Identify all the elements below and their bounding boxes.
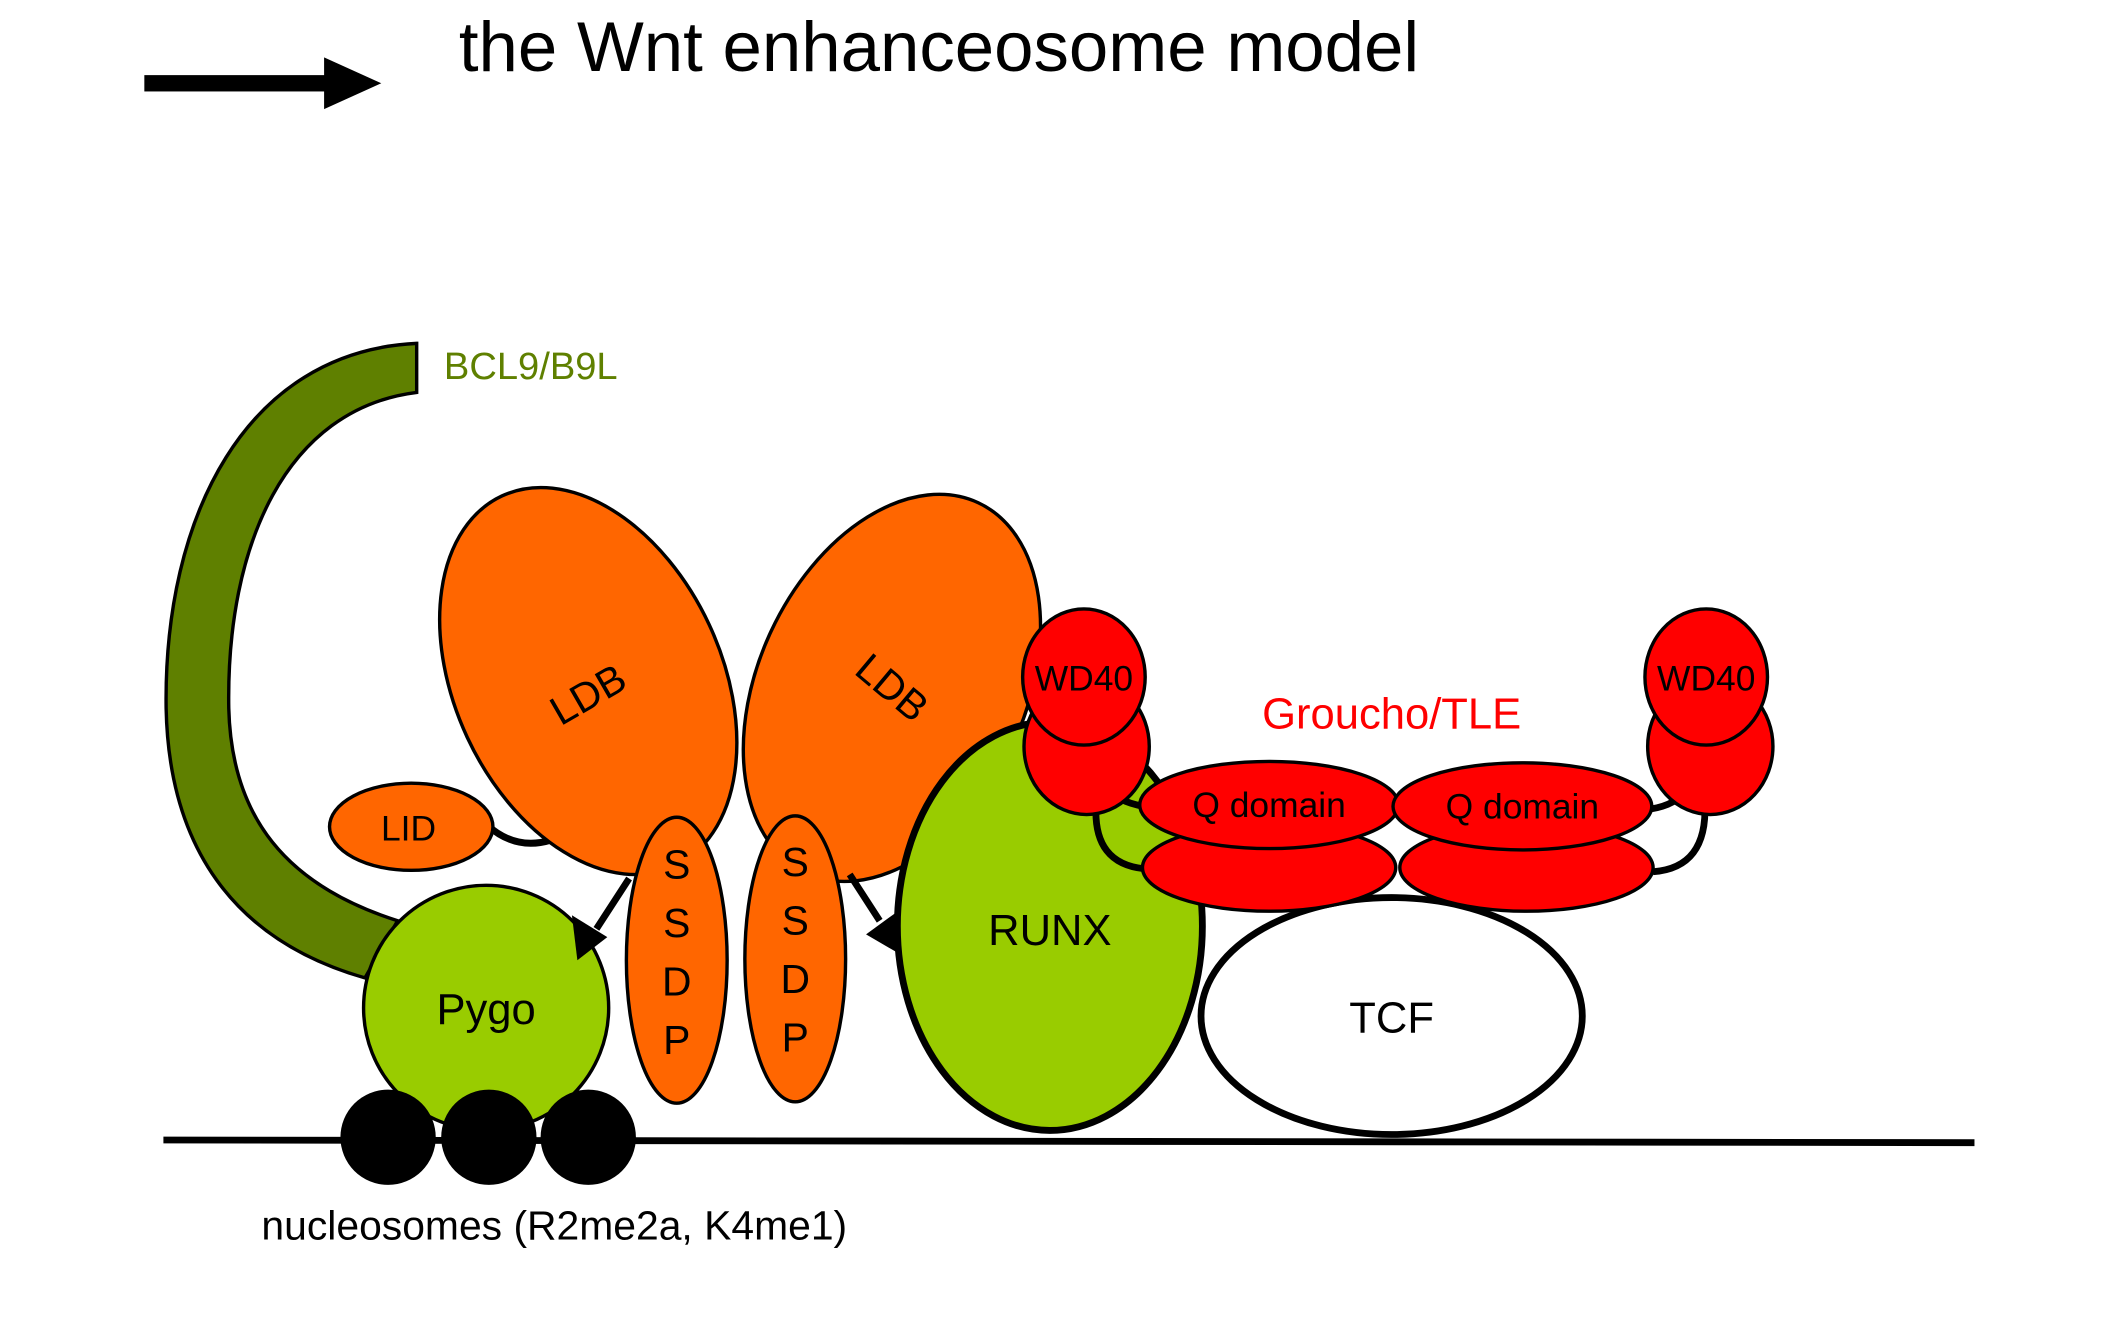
tcf-label: TCF bbox=[1349, 994, 1434, 1042]
nucleosomes-label: nucleosomes (R2me2a, K4me1) bbox=[261, 1202, 847, 1248]
lid bbox=[327, 781, 495, 873]
tcf bbox=[1197, 894, 1586, 1138]
groucho-linker-right-lower bbox=[1652, 803, 1709, 876]
bcl9-label: BCL9/B9L bbox=[444, 345, 618, 388]
header-arrow-icon bbox=[144, 57, 382, 110]
ssdp-right-s2: S bbox=[782, 897, 809, 943]
nucleosome-1 bbox=[340, 1089, 436, 1185]
pygo-label: Pygo bbox=[436, 986, 535, 1034]
ssdp-left bbox=[624, 815, 729, 1105]
ssdp-right-d: D bbox=[780, 956, 810, 1002]
ssdp-left-s2: S bbox=[663, 900, 690, 946]
q-domain-right bbox=[1391, 761, 1654, 852]
ssdp-left-d: D bbox=[662, 959, 692, 1005]
nucleosome-2 bbox=[441, 1089, 537, 1185]
wd40-left bbox=[1020, 607, 1147, 747]
ssdp-right bbox=[743, 814, 848, 1104]
q-domain-right-label: Q domain bbox=[1446, 787, 1599, 827]
ssdp-right-s1: S bbox=[782, 839, 809, 885]
q-domain-left-label: Q domain bbox=[1192, 785, 1345, 825]
nucleosome-3 bbox=[540, 1089, 636, 1185]
wd40-right bbox=[1643, 607, 1770, 747]
lid-label: LID bbox=[381, 808, 436, 848]
ldb-to-pygo-arrow-icon bbox=[571, 876, 632, 961]
ssdp-right-p: P bbox=[782, 1014, 809, 1060]
wd40-right-label: WD40 bbox=[1657, 659, 1755, 699]
ssdp-left-p: P bbox=[663, 1017, 690, 1063]
runx-label: RUNX bbox=[988, 907, 1111, 955]
ldb-to-runx-arrow-icon bbox=[846, 872, 899, 954]
groucho-linker-left-lower bbox=[1092, 803, 1147, 873]
diagram-title: the Wnt enhanceosome model bbox=[459, 8, 1419, 87]
groucho-label: Groucho/TLE bbox=[1262, 691, 1521, 739]
ssdp-left-s1: S bbox=[663, 842, 690, 888]
wd40-left-label: WD40 bbox=[1035, 659, 1133, 699]
bcl9-arc bbox=[164, 341, 419, 980]
